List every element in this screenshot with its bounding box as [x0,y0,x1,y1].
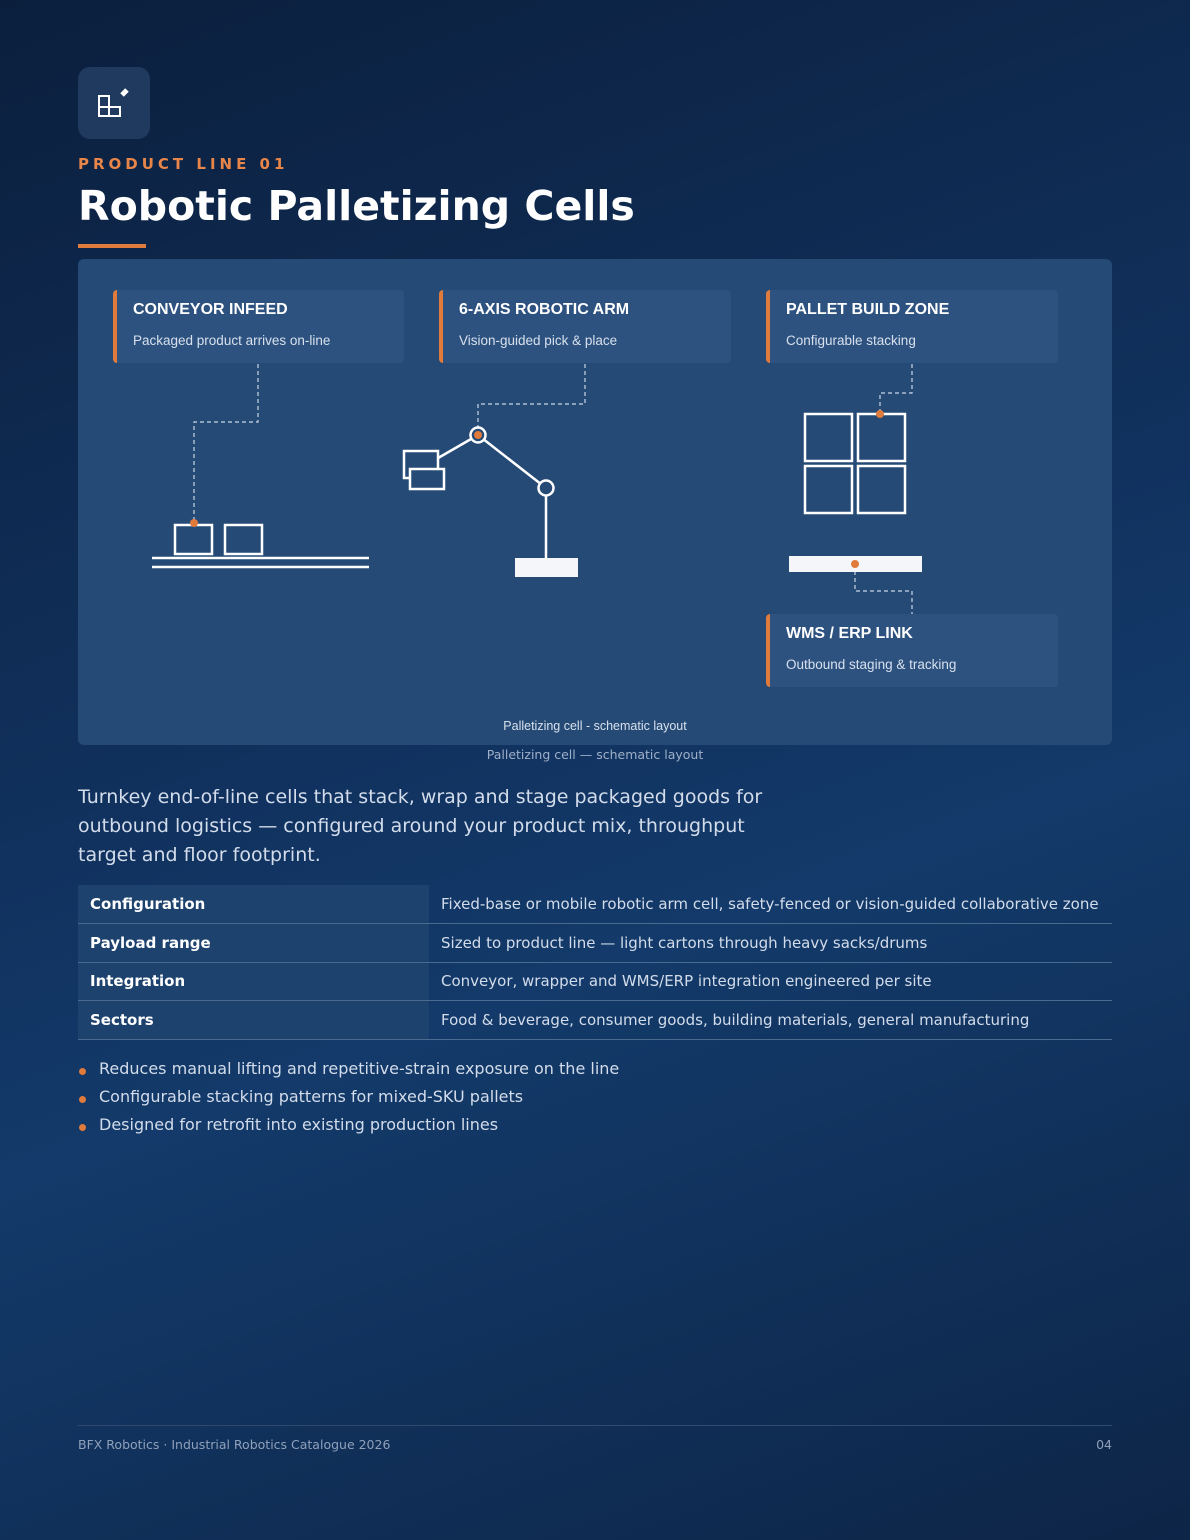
bullet-dot-icon [79,1124,86,1131]
spec-value: Sized to product line — light cartons th… [429,923,1112,963]
schematic-drawing [152,364,922,614]
intro-paragraph: Turnkey end-of-line cells that stack, wr… [78,786,763,866]
spec-value: Food & beverage, consumer goods, buildin… [429,1000,1112,1040]
schematic-diagram-panel: CONVEYOR INFEED Packaged product arrives… [78,259,1112,745]
title-accent-rule [78,244,146,248]
footer-divider [78,1425,1112,1426]
spec-label: Sectors [78,1000,429,1040]
dashed-connectors [193,364,913,614]
connector-pallet [879,364,913,414]
spec-table: Configuration Fixed-base or mobile robot… [78,885,1112,1040]
spec-value: Fixed-base or mobile robotic arm cell, s… [429,885,1112,924]
list-item: Reduces manual lifting and repetitive-st… [78,1058,619,1086]
card-pallet-build-zone: PALLET BUILD ZONE Configurable stacking [766,290,1058,363]
panel-caption: Palletizing cell - schematic layout [503,719,687,733]
card-subtitle: Vision-guided pick & place [459,333,618,348]
spec-label: Configuration [78,885,429,924]
card-title: 6-AXIS ROBOTIC ARM [459,301,630,318]
bullet-text: Reduces manual lifting and repetitive-st… [99,1059,620,1078]
card-title: CONVEYOR INFEED [133,301,288,318]
table-row: Integration Conveyor, wrapper and WMS/ER… [78,962,1112,1001]
connector-conveyor [193,364,259,523]
table-row: Sectors Food & beverage, consumer goods,… [78,1000,1112,1040]
figure-caption: Palletizing cell — schematic layout [486,747,704,762]
spec-label: Integration [78,962,429,1001]
connector-arm [477,364,586,435]
robotic-arm-drawing [402,426,578,577]
pallet-stack-drawing [789,410,922,572]
page-number: 04 [1096,1437,1112,1452]
logo-badge [78,67,150,139]
conveyor-box [173,523,214,556]
table-row: Payload range Sized to product line — li… [78,923,1112,963]
product-line-eyebrow: PRODUCT LINE 01 [78,155,289,173]
card-subtitle: Packaged product arrives on-line [133,333,331,348]
card-subtitle: Configurable stacking [786,333,916,348]
table-row: Configuration Fixed-base or mobile robot… [78,885,1112,924]
bullet-dot-icon [79,1068,86,1075]
list-item: Configurable stacking patterns for mixed… [78,1086,619,1114]
bullet-text: Configurable stacking patterns for mixed… [99,1087,524,1106]
spec-label: Payload range [78,923,429,963]
page-title: Robotic Palletizing Cells [78,182,635,230]
card-wms-erp-link: WMS / ERP LINK Outbound staging & tracki… [766,614,1058,687]
feature-bullet-list: Reduces manual lifting and repetitive-st… [78,1058,619,1142]
spec-value: Conveyor, wrapper and WMS/ERP integratio… [429,962,1112,1001]
card-conveyor-infeed: CONVEYOR INFEED Packaged product arrives… [113,290,404,363]
bullet-text: Designed for retrofit into existing prod… [99,1115,499,1134]
conveyor-drawing [152,519,369,569]
list-item: Designed for retrofit into existing prod… [78,1114,619,1142]
card-title: WMS / ERP LINK [786,625,913,642]
card-robotic-arm: 6-AXIS ROBOTIC ARM Vision-guided pick & … [439,290,731,363]
stacked-boxes-icon [98,88,129,117]
card-title: PALLET BUILD ZONE [786,301,950,318]
conveyor-box [223,523,264,556]
card-subtitle: Outbound staging & tracking [786,657,957,672]
bullet-dot-icon [79,1096,86,1103]
footer-credit: BFX Robotics · Industrial Robotics Catal… [78,1437,391,1452]
